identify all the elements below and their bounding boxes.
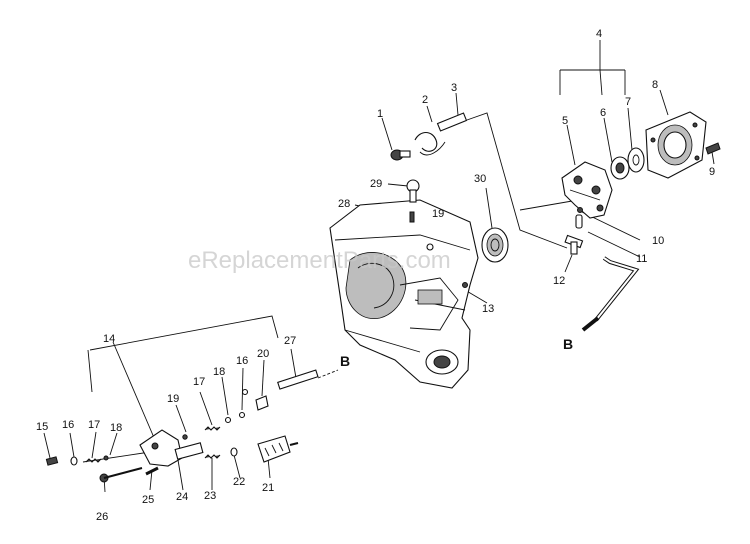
oil-pump-body [561, 161, 613, 219]
callout-11: 11 [636, 253, 647, 265]
spring-28 [409, 211, 415, 223]
rod-27 [277, 369, 319, 390]
callout-28: 28 [338, 198, 350, 210]
callout-24: 24 [176, 491, 188, 503]
callout-17-left: 17 [88, 419, 100, 431]
callout-12: 12 [553, 275, 565, 287]
crankcase-housing [329, 199, 479, 389]
callout-30: 30 [474, 173, 486, 185]
callout-7: 7 [625, 96, 631, 108]
screw-26 [99, 467, 143, 483]
oil-seal [481, 227, 509, 263]
callout-16-left: 16 [62, 419, 74, 431]
screw [705, 142, 721, 155]
callout-18-left: 18 [110, 422, 122, 434]
callout-21: 21 [262, 482, 274, 494]
callout-10: 10 [652, 235, 664, 247]
callout-27: 27 [284, 335, 296, 347]
watermark: eReplacementParts.com [188, 247, 451, 274]
callouts: 1 2 3 4 5 6 7 8 9 10 11 12 13 14 15 16 1… [36, 28, 715, 523]
callout-25: 25 [142, 494, 154, 506]
plunger-21 [257, 435, 299, 463]
pin-13 [462, 282, 468, 288]
callout-3: 3 [451, 82, 457, 94]
callout-8: 8 [652, 79, 658, 91]
callout-14: 14 [103, 333, 115, 345]
leader-lines [43, 40, 715, 493]
connector-b-left: B [340, 353, 350, 369]
worm-shaft [414, 112, 468, 156]
spring-23 [204, 454, 221, 459]
callout-22: 22 [233, 476, 245, 488]
callout-17-right: 17 [193, 376, 205, 388]
pump-lever [139, 429, 204, 467]
callout-26: 26 [96, 511, 108, 523]
adjuster-screw-assembly [45, 411, 246, 466]
pin-25 [145, 466, 159, 476]
callout-5: 5 [562, 115, 568, 127]
connector-b-right: B [563, 336, 573, 352]
callout-19-upper: 19 [432, 208, 444, 220]
callout-19-lower: 19 [167, 393, 179, 405]
pump-cover-plate [645, 111, 707, 179]
small-pin [575, 207, 583, 229]
callout-9: 9 [709, 166, 715, 178]
pin-16-right [241, 388, 249, 396]
washer-22 [230, 447, 238, 457]
callout-6: 6 [600, 107, 606, 119]
ring-19-upper [426, 243, 434, 251]
callout-23: 23 [204, 490, 216, 502]
washer [627, 147, 645, 173]
fitting-20 [255, 395, 269, 411]
bolt-part-1 [390, 149, 411, 161]
callout-13: 13 [482, 303, 494, 315]
callout-20: 20 [257, 348, 269, 360]
oil-pump-gear [610, 156, 630, 180]
callout-16-right: 16 [236, 355, 248, 367]
key-part [406, 179, 420, 203]
callout-18-right: 18 [213, 366, 225, 378]
callout-4: 4 [596, 28, 602, 40]
callout-1: 1 [377, 108, 383, 120]
t-fitting [564, 234, 584, 255]
oil-hose [581, 256, 640, 332]
callout-29: 29 [370, 178, 382, 190]
callout-2: 2 [422, 94, 428, 106]
callout-15: 15 [36, 421, 48, 433]
